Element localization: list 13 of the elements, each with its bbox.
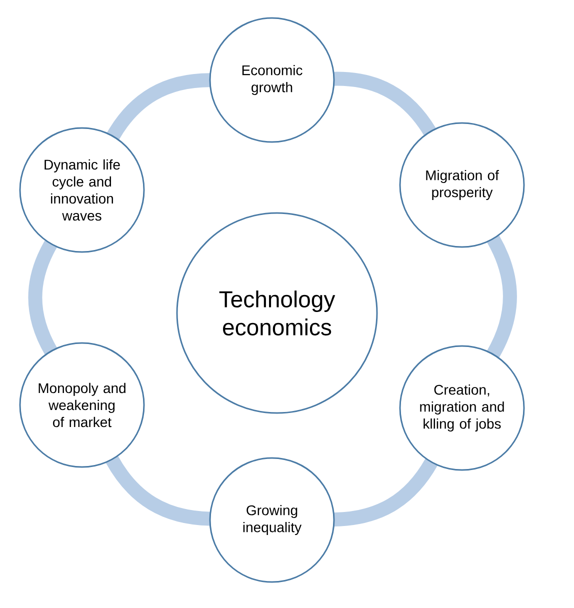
ring-segment <box>107 73 210 140</box>
circle-node: Technology economics <box>176 212 378 414</box>
ring-segment <box>106 456 210 526</box>
circle-node: Dynamic life cycle and innovation waves <box>19 127 145 253</box>
circle-node: Monopoly and weakening of market <box>19 342 145 468</box>
ring-segment <box>334 72 436 136</box>
ring-segment <box>486 236 517 358</box>
ring-segment <box>28 240 58 354</box>
circle-node: Growing inequality <box>209 457 335 583</box>
circle-node: Migration of prosperity <box>399 122 525 248</box>
circle-node: Creation, migration and klling of jobs <box>399 345 525 471</box>
circle-node: Economic growth <box>209 17 335 143</box>
ring-segment <box>334 458 438 526</box>
